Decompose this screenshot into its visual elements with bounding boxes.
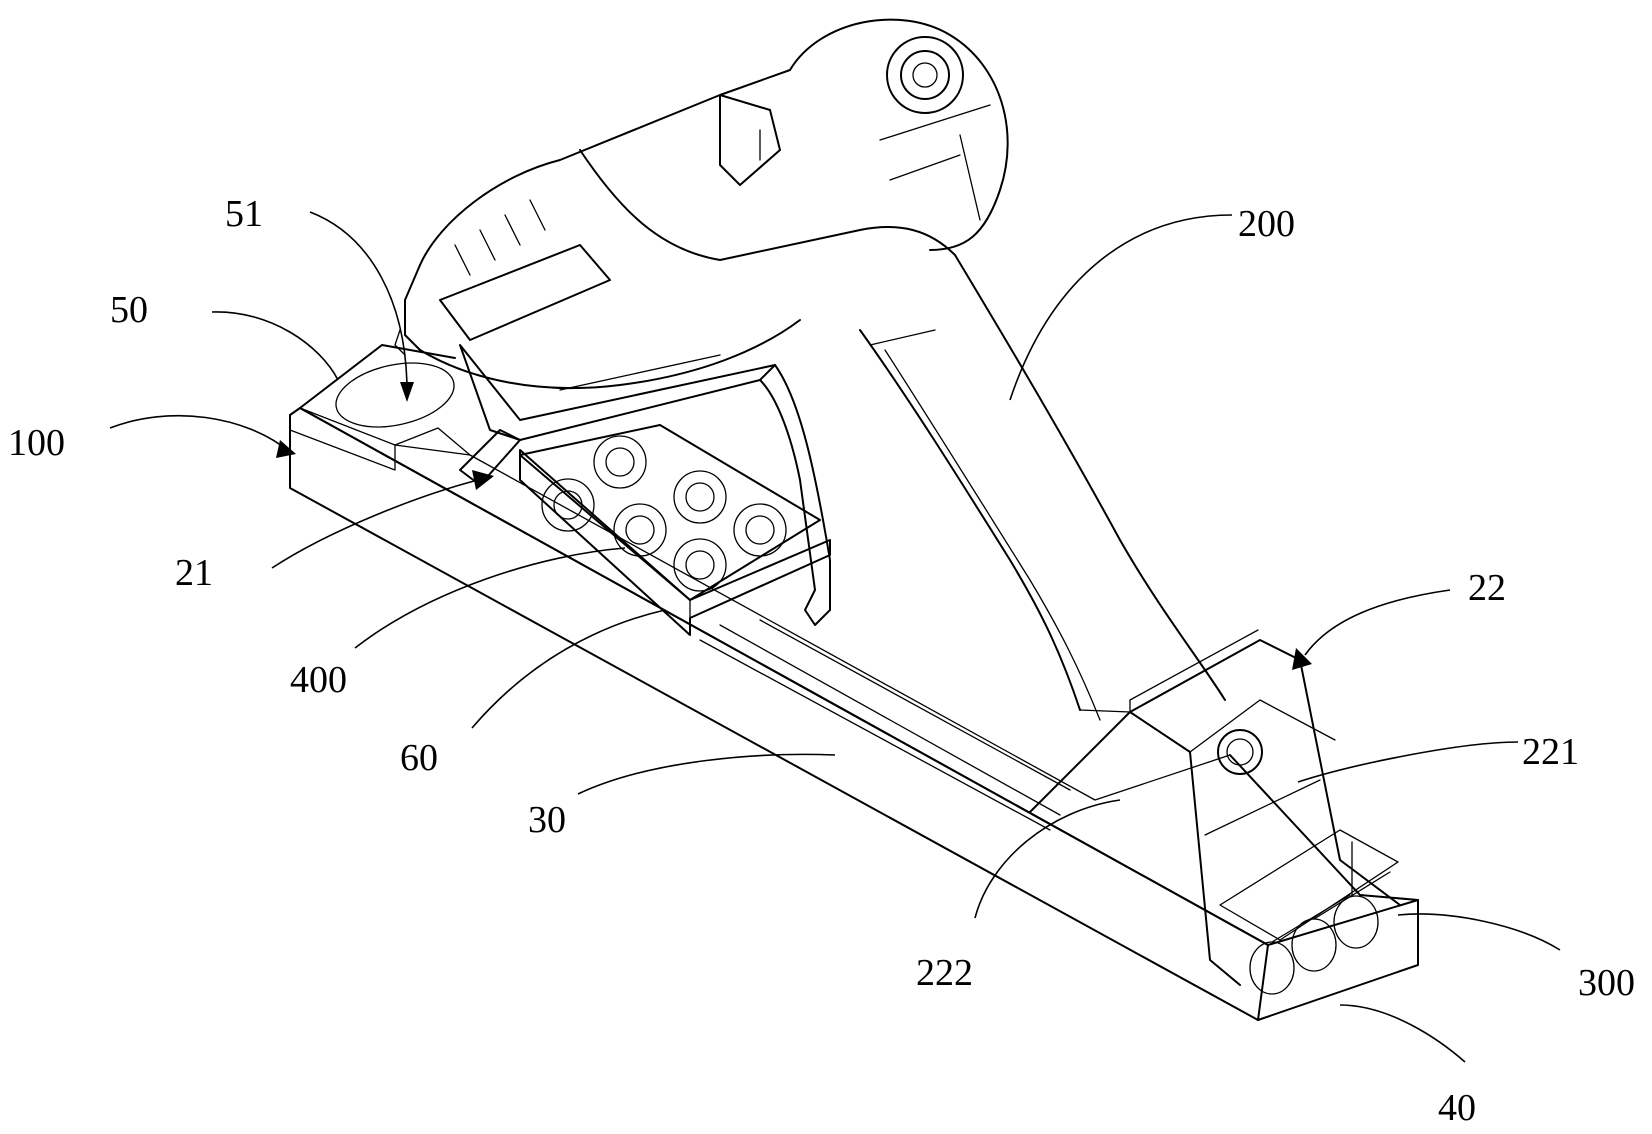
cup	[613, 503, 667, 557]
label-60: 60	[400, 737, 438, 779]
glue-gun	[394, 18, 1226, 721]
label-100: 100	[8, 422, 65, 464]
cup	[673, 538, 727, 592]
label-221: 221	[1522, 731, 1579, 773]
label-200: 200	[1238, 203, 1295, 245]
label-50: 50	[110, 289, 148, 331]
label-22: 22	[1468, 567, 1506, 609]
cup-tray	[519, 424, 821, 601]
rear-support	[1029, 629, 1401, 986]
leader-lines	[109, 211, 1561, 1063]
cup	[593, 435, 647, 489]
label-51: 51	[225, 193, 263, 235]
label-21: 21	[175, 552, 213, 594]
base-stand	[289, 344, 1419, 1021]
cup	[673, 470, 727, 524]
cup	[733, 503, 787, 557]
label-222: 222	[916, 952, 973, 994]
label-300: 300	[1578, 962, 1635, 1004]
label-400: 400	[290, 659, 347, 701]
reference-labels: 51 50 100 21 400 60 30 200 22 221 222 30…	[8, 193, 1635, 1129]
label-40: 40	[1438, 1087, 1476, 1129]
cup	[541, 478, 595, 532]
label-30: 30	[528, 799, 566, 841]
